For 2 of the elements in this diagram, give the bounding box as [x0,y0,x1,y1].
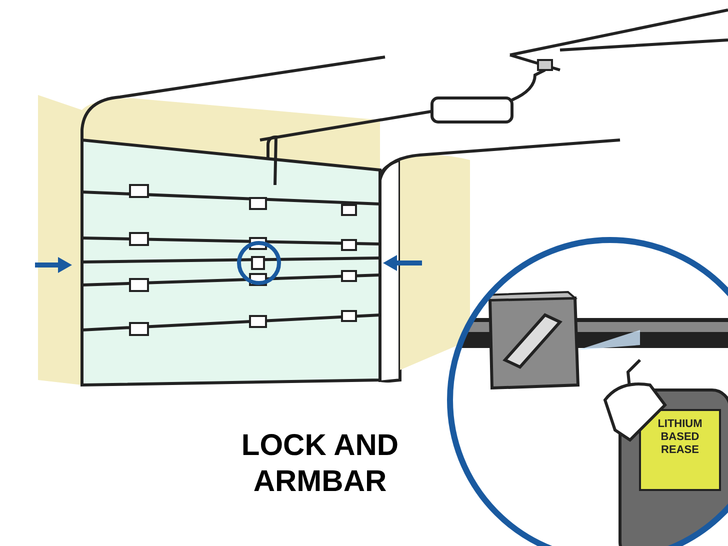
can-label-text: LITHIUM BASED REASE [656,418,704,457]
caption-text: LOCK AND ARMBAR [240,428,400,500]
